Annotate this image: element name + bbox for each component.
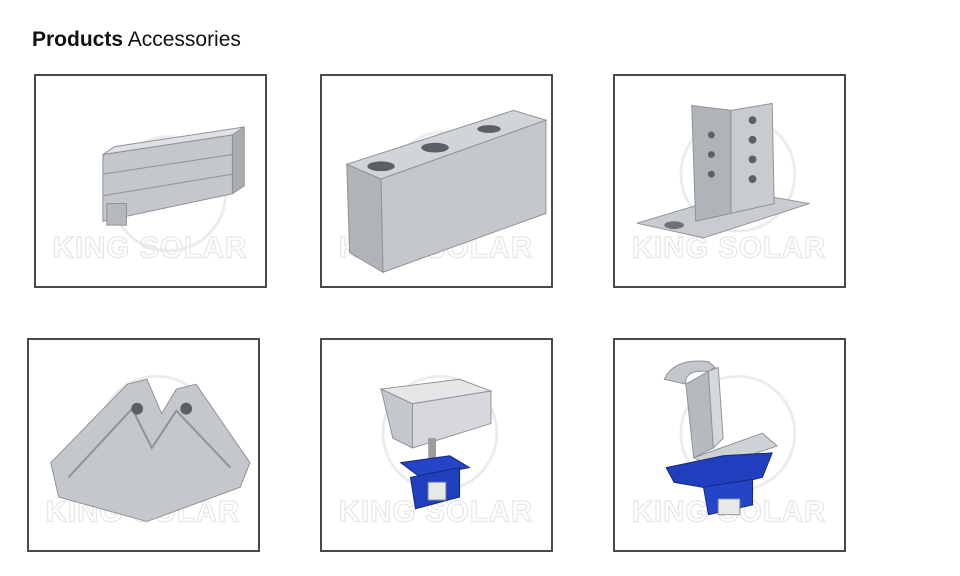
product-tile-channel[interactable]: KING SOLAR: [320, 74, 553, 288]
product-tile-end-clamp[interactable]: KING SOLAR: [613, 338, 846, 552]
product-tile-mid-clamp[interactable]: KING SOLAR: [320, 338, 553, 552]
page-title: Products Accessories: [32, 28, 241, 52]
slotted-u-channel-icon: KING SOLAR: [338, 109, 548, 274]
product-tile-hook[interactable]: KING SOLAR: [27, 338, 260, 552]
watermark-text: KING SOLAR: [53, 232, 248, 265]
aluminum-rail-icon: KING SOLAR: [52, 126, 248, 265]
mid-clamp-icon: KING SOLAR: [338, 374, 533, 529]
bent-hook-bracket-icon: KING SOLAR: [45, 374, 251, 529]
end-clamp-icon: KING SOLAR: [631, 360, 826, 529]
l-bracket-base-plate-icon: KING SOLAR: [631, 102, 827, 265]
product-tile-bracket[interactable]: KING SOLAR: [613, 74, 846, 288]
title-accessories: Accessories: [127, 28, 241, 51]
product-tile-rail[interactable]: KING SOLAR: [34, 74, 267, 288]
watermark-text: KING SOLAR: [632, 232, 827, 265]
title-products: Products: [32, 28, 124, 51]
